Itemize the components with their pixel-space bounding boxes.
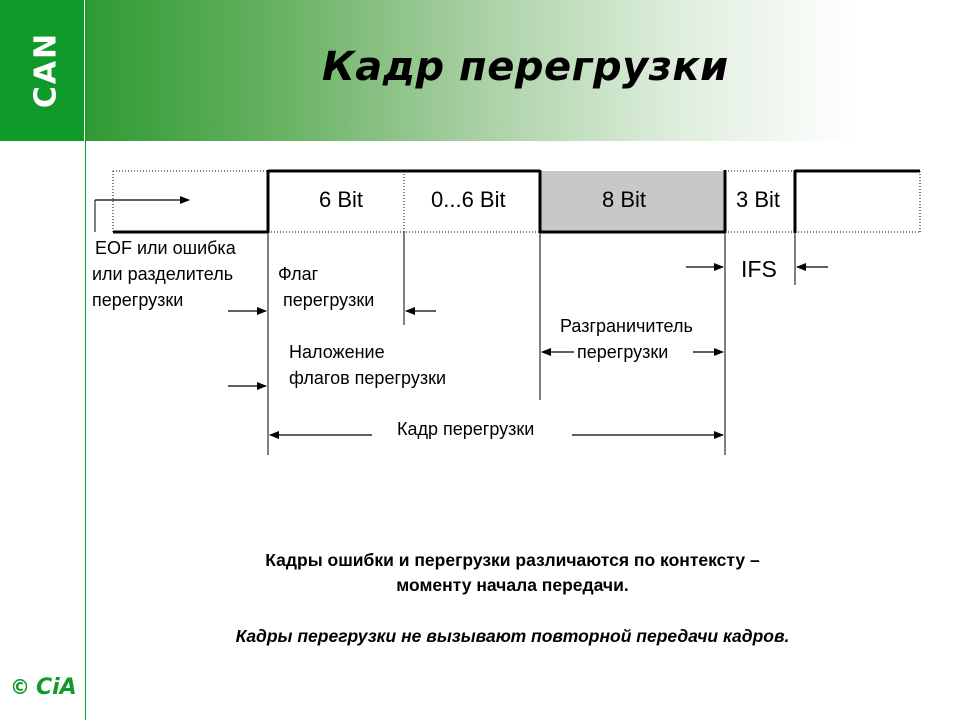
frame-label: Кадр перегрузки [397, 419, 535, 439]
note-line-2: моменту начала передачи. [396, 575, 629, 595]
note-line-1: Кадры ошибки и перегрузки различаются по… [265, 550, 760, 570]
eof-label-line1: EOF или ошибка [95, 238, 236, 258]
segment-superposition-label: 0...6 Bit [431, 187, 506, 212]
guide-lines [94, 200, 796, 455]
segment-ifs-label: 3 Bit [736, 187, 781, 212]
segment-flag-label: 6 Bit [319, 187, 364, 212]
can-logo: CAN [0, 0, 84, 141]
copyright-symbol: © [10, 675, 30, 699]
flag-label-line1: Флаг [278, 264, 319, 284]
segment-delimiter-label: 8 Bit [602, 187, 647, 212]
cia-copyright: ©CiA [10, 675, 77, 700]
delimiter-label-line1: Разграничитель [560, 316, 693, 336]
flag-label-line2: перегрузки [283, 290, 375, 310]
cia-brand: CiA [36, 675, 77, 700]
left-rule [85, 0, 86, 720]
ifs-label: IFS [741, 256, 777, 282]
eof-label-line3: перегрузки [92, 290, 184, 310]
delimiter-shade [540, 171, 725, 232]
superposition-label-line2: флагов перегрузки [289, 368, 447, 388]
superposition-label-line1: Наложение [289, 342, 385, 362]
slide-title: Кадр перегрузки [322, 44, 729, 90]
signal-dotted-lines [112, 170, 921, 233]
delimiter-label-line2: перегрузки [577, 342, 669, 362]
note-line-3: Кадры перегрузки не вызывают повторной п… [235, 626, 790, 646]
signal-waveform [113, 169, 920, 234]
header-band [86, 0, 960, 141]
eof-label-line2: или разделитель [92, 264, 234, 284]
